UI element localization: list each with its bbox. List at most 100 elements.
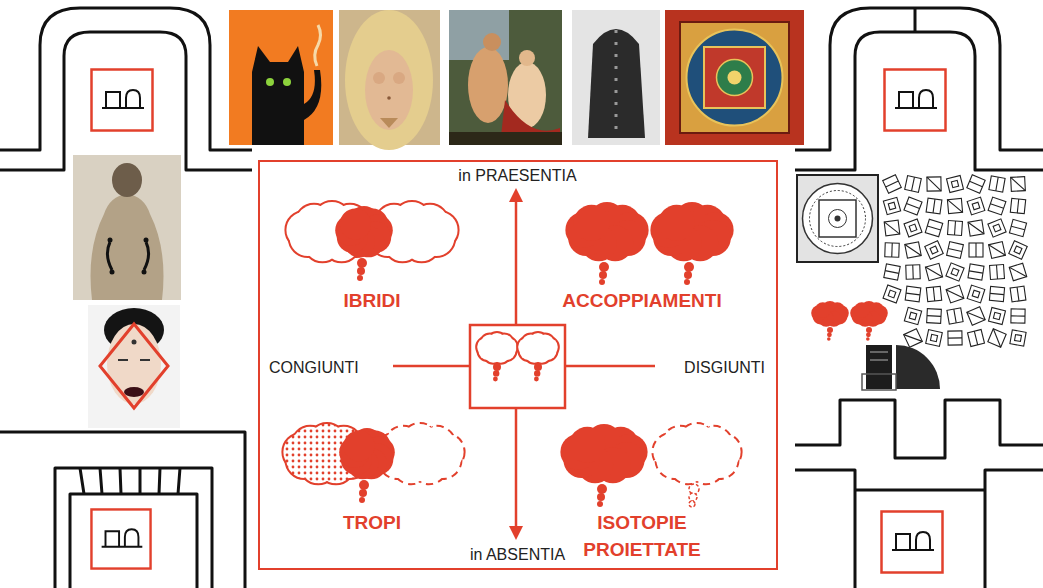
glyph-sketches bbox=[947, 176, 964, 193]
glyph-sketches bbox=[906, 265, 920, 279]
glyph-sketches bbox=[1011, 226, 1025, 230]
glyph-sketches bbox=[989, 286, 1004, 301]
glyph-sketches bbox=[970, 181, 983, 186]
thought-cloud-tail bbox=[493, 363, 501, 371]
thought-cloud-tail bbox=[827, 332, 832, 337]
glyph-sketches bbox=[905, 286, 921, 302]
black-object bbox=[870, 352, 888, 360]
glyph-sketches bbox=[968, 330, 985, 347]
glyph-sketches bbox=[1010, 198, 1025, 213]
glyph-sketches bbox=[905, 176, 922, 193]
thought-cloud-tail bbox=[493, 377, 498, 382]
glyph-sketches bbox=[947, 198, 962, 213]
violin-back-picture bbox=[112, 163, 142, 197]
glyph-sketches bbox=[925, 219, 942, 236]
glyph-sketches bbox=[948, 221, 963, 236]
glyph-sketches bbox=[883, 175, 1028, 348]
glyph-sketches bbox=[927, 177, 941, 191]
thought-cloud bbox=[854, 302, 870, 318]
thought-cloud-tail bbox=[534, 363, 542, 371]
thought-cloud-tail bbox=[689, 493, 697, 501]
thought-cloud-tail bbox=[534, 370, 540, 376]
glyph-sketches bbox=[909, 224, 917, 232]
thought-cloud-tail bbox=[599, 271, 607, 279]
glyph-sketches bbox=[904, 329, 923, 348]
glyph-sketches bbox=[989, 286, 1004, 301]
thought-cloud-tail bbox=[534, 377, 539, 382]
thought-cloud-tail bbox=[684, 262, 694, 285]
glyph-sketches bbox=[967, 175, 985, 193]
thought-cloud bbox=[650, 202, 733, 285]
mandala-sketch bbox=[797, 175, 878, 262]
thought-cloud bbox=[653, 424, 740, 483]
glyph-sketches bbox=[930, 334, 937, 341]
glyph-sketches bbox=[884, 220, 900, 236]
axis-arrows bbox=[515, 198, 518, 325]
glyph-sketches bbox=[1011, 315, 1025, 316]
glyph-sketches bbox=[988, 219, 1006, 237]
glyph-sketches bbox=[905, 242, 921, 258]
glyph-sketches bbox=[947, 176, 964, 193]
glyph-sketches bbox=[912, 177, 915, 191]
glyph-sketches bbox=[947, 242, 964, 259]
thought-cloud bbox=[565, 202, 648, 285]
mandala-sketch bbox=[835, 216, 841, 222]
glyph-sketches bbox=[1009, 219, 1026, 236]
glyph-sketches bbox=[1010, 330, 1026, 346]
glyph-sketches bbox=[1010, 286, 1026, 302]
mandala-sketch bbox=[810, 191, 866, 247]
axis-label: in PRAESENTIA bbox=[455, 166, 579, 185]
glyph-box bbox=[882, 512, 943, 573]
glyph-box bbox=[92, 70, 153, 131]
glyph-sketches bbox=[1010, 286, 1026, 302]
glyph-sketches bbox=[948, 337, 962, 338]
cat-picture bbox=[229, 10, 333, 145]
quadrant-label: TROPI bbox=[343, 510, 401, 537]
glyph-sketches bbox=[954, 221, 956, 235]
glyph-sketches bbox=[885, 243, 899, 257]
thought-cloud bbox=[335, 206, 393, 281]
face-picture bbox=[107, 324, 161, 404]
glyph-sketches bbox=[933, 199, 935, 213]
quadrant-icon: IBRIDI bbox=[272, 194, 472, 315]
glyph-sketches bbox=[1011, 177, 1026, 192]
glyph-sketches bbox=[905, 176, 922, 193]
glyph-sketches bbox=[904, 329, 923, 348]
architecture-sketch bbox=[0, 32, 252, 170]
glyph-sketches bbox=[927, 177, 941, 191]
glyph-sketches bbox=[904, 219, 922, 237]
face-picture bbox=[132, 340, 137, 345]
glyph-sketches bbox=[947, 198, 962, 213]
glyph-box bbox=[885, 70, 946, 131]
thought-cloud bbox=[477, 333, 517, 363]
thought-cloud bbox=[659, 205, 695, 241]
glyph-sketches bbox=[886, 181, 899, 187]
cloud-icon bbox=[532, 416, 752, 510]
glyph-sketches bbox=[951, 268, 959, 276]
thought-cloud-tail bbox=[689, 484, 699, 507]
glyph-sketches bbox=[925, 219, 942, 236]
violin-back-picture bbox=[91, 194, 164, 300]
glyph-sketches bbox=[1017, 199, 1018, 213]
cat-picture bbox=[283, 78, 291, 86]
glyph-sketches bbox=[989, 242, 1006, 259]
thought-cloud-tail bbox=[689, 484, 699, 494]
glyph-sketches bbox=[968, 220, 984, 236]
thought-cloud-tail bbox=[599, 262, 609, 272]
glyph-sketches bbox=[946, 285, 964, 303]
glyph-sketches bbox=[1009, 241, 1027, 259]
mandala-picture bbox=[680, 22, 789, 133]
thought-cloud bbox=[560, 424, 647, 507]
thought-cloud bbox=[560, 424, 647, 483]
thought-cloud bbox=[574, 205, 610, 241]
violin-back-picture bbox=[110, 270, 115, 275]
cloud-icons bbox=[811, 301, 888, 341]
thought-cloud bbox=[477, 333, 517, 381]
glyph-sketches bbox=[925, 263, 942, 280]
painting-picture bbox=[483, 33, 501, 51]
glyph-sketches bbox=[946, 263, 964, 281]
glyph-sketches bbox=[946, 285, 964, 303]
magritte-picture bbox=[387, 96, 391, 100]
magritte-picture bbox=[345, 10, 433, 150]
center-cloud-icons bbox=[477, 333, 558, 381]
